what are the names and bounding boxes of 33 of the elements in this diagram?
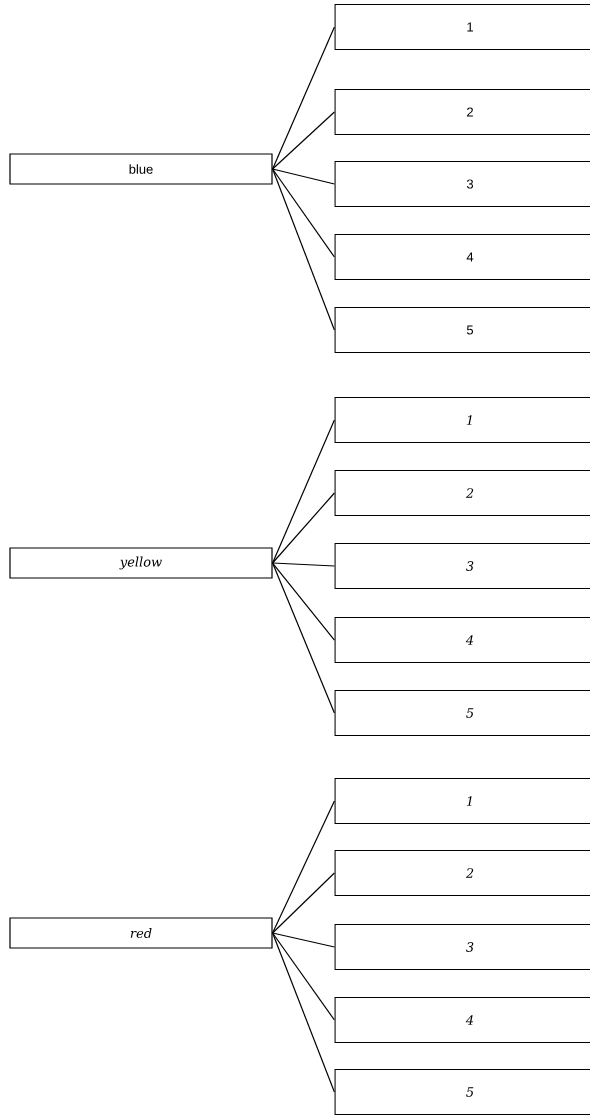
item-box: 1 <box>334 396 590 444</box>
category-box: blue <box>9 153 273 185</box>
connector-line <box>272 800 335 934</box>
connector-line <box>272 168 335 258</box>
connector-line <box>272 562 335 714</box>
connector-line <box>272 168 335 331</box>
connector-line <box>272 872 335 934</box>
connector-line <box>272 111 335 170</box>
item-box: 2 <box>334 88 590 136</box>
item-box: 4 <box>334 233 590 281</box>
item-box: 3 <box>334 923 590 971</box>
connector-line <box>272 562 335 641</box>
item-box: 3 <box>334 542 590 590</box>
item-box: 1 <box>334 777 590 825</box>
item-box: 4 <box>334 616 590 664</box>
category-box: red <box>9 917 273 949</box>
category-box: yellow <box>9 547 273 579</box>
connector-line <box>272 562 335 567</box>
item-box: 2 <box>334 469 590 517</box>
item-box: 5 <box>334 1068 590 1115</box>
item-box: 3 <box>334 160 590 208</box>
item-box: 4 <box>334 996 590 1044</box>
item-box: 5 <box>334 306 590 354</box>
connector-line <box>272 168 335 185</box>
connector-line <box>272 26 335 170</box>
item-box: 2 <box>334 849 590 897</box>
connector-line <box>272 492 335 564</box>
connector-line <box>272 932 335 1093</box>
item-box: 5 <box>334 689 590 737</box>
connector-line <box>272 932 335 948</box>
item-box: 1 <box>334 3 590 51</box>
connector-line <box>272 932 335 1021</box>
connector-line <box>272 419 335 564</box>
